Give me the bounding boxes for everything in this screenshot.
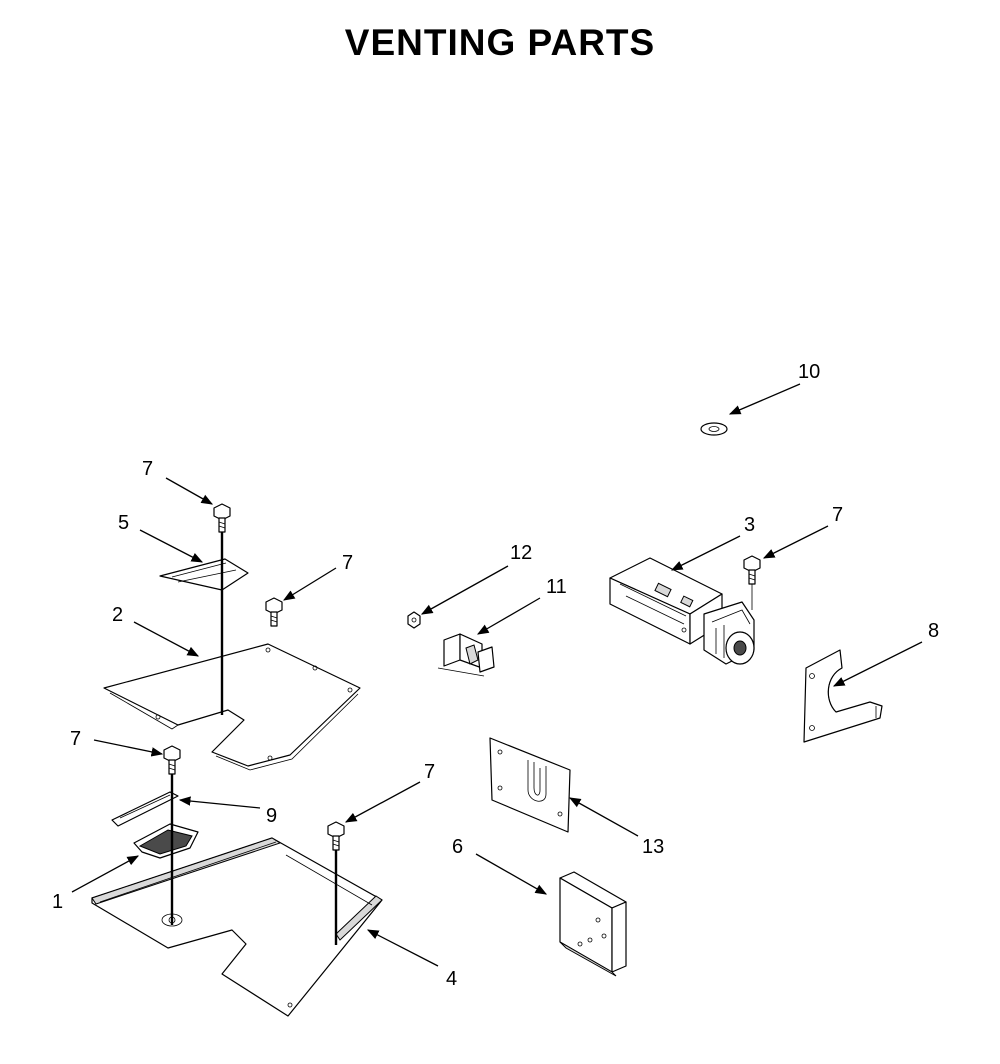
part-10-washer bbox=[700, 422, 728, 436]
screw-7-e bbox=[743, 555, 761, 585]
callout-7-d: 7 bbox=[424, 761, 435, 783]
part-4-duct-panel bbox=[91, 837, 383, 1017]
leader-12 bbox=[420, 565, 509, 615]
leader-8 bbox=[832, 641, 923, 687]
callout-7-c: 7 bbox=[70, 728, 81, 750]
leader-6 bbox=[475, 853, 548, 895]
leader-7-a bbox=[165, 477, 214, 505]
callout-1: 1 bbox=[52, 891, 63, 913]
leader-9 bbox=[178, 796, 261, 809]
callout-4: 4 bbox=[446, 968, 457, 990]
callout-10: 10 bbox=[798, 361, 820, 383]
part-5-plate bbox=[159, 558, 249, 591]
part-13-shield bbox=[489, 737, 571, 833]
leader-7-c bbox=[93, 739, 164, 757]
leader-11 bbox=[476, 597, 541, 635]
callout-3: 3 bbox=[744, 514, 755, 536]
callout-13: 13 bbox=[642, 836, 664, 858]
leader-7-e bbox=[762, 525, 829, 559]
callout-2: 2 bbox=[112, 604, 123, 626]
part-6-box bbox=[559, 871, 627, 977]
leader-4 bbox=[366, 929, 439, 967]
screw-7-b bbox=[265, 597, 283, 627]
callout-8: 8 bbox=[928, 620, 939, 642]
leader-5 bbox=[139, 529, 204, 563]
callout-7-e: 7 bbox=[832, 504, 843, 526]
part-3-vent-motor bbox=[609, 557, 755, 665]
callout-9: 9 bbox=[266, 805, 277, 827]
screw-7-c bbox=[163, 745, 181, 775]
leader-10 bbox=[728, 383, 801, 415]
part-2-vent-plate bbox=[103, 643, 361, 771]
leader-7-d bbox=[344, 781, 421, 823]
callout-7-a: 7 bbox=[142, 458, 153, 480]
callout-5: 5 bbox=[118, 512, 129, 534]
leader-2 bbox=[133, 621, 200, 657]
part-11-switch-bracket bbox=[437, 633, 495, 677]
part-12-nut bbox=[407, 611, 421, 629]
screw-7-d bbox=[327, 821, 345, 851]
callout-6: 6 bbox=[452, 836, 463, 858]
callout-labels: 10 7 5 7 2 7 9 1 7 4 12 11 3 7 8 13 6 bbox=[52, 361, 939, 990]
diagram-title: VENTING PARTS bbox=[344, 22, 656, 63]
leader-1 bbox=[71, 855, 140, 893]
part-9-strip bbox=[111, 791, 179, 827]
leader-7-b bbox=[283, 567, 337, 601]
part-1-damper bbox=[133, 823, 199, 859]
screw-7-a bbox=[213, 503, 231, 533]
callout-7-b: 7 bbox=[342, 552, 353, 574]
callout-12: 12 bbox=[510, 542, 532, 564]
part-8-bracket bbox=[803, 649, 883, 743]
alignment-lines bbox=[170, 526, 753, 945]
callout-11: 11 bbox=[546, 576, 567, 598]
leader-3 bbox=[670, 535, 741, 571]
leader-13 bbox=[568, 797, 639, 837]
leader-arrows bbox=[71, 383, 923, 967]
